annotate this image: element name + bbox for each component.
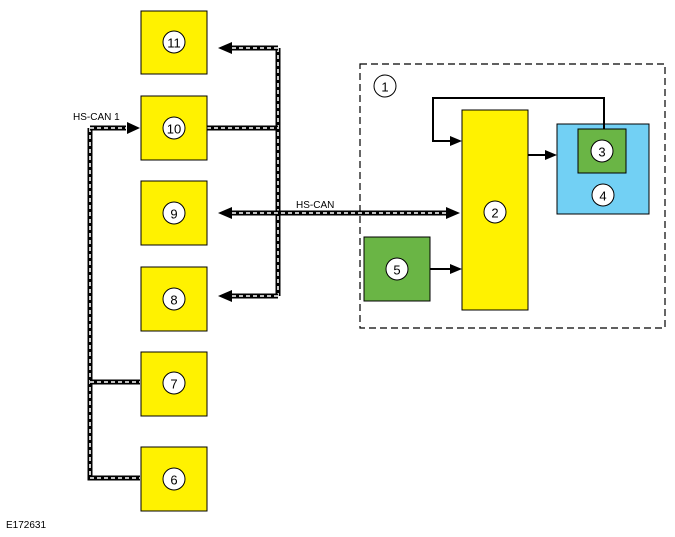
module-5-number: 5 [393,263,400,278]
module-7-number: 7 [170,377,177,392]
module-2-number: 2 [491,206,498,221]
module-9-number: 9 [170,207,177,222]
hs-can-1-label: HS-CAN 1 [73,112,120,123]
module-9: 9 [140,180,208,246]
module-3-number: 3 [598,145,605,160]
module-8: 8 [140,266,208,332]
module-6-number: 6 [170,473,177,488]
hs-can-bus [207,45,446,299]
module-4-number: 4 [599,189,606,204]
module-3: 3 [577,128,627,174]
module-11: 11 [140,10,208,75]
hs-can-arrowheads [218,42,460,302]
module-11-number: 11 [167,36,181,51]
module-10: 10 [140,95,208,161]
group-label-1: 1 [373,74,397,98]
group-number: 1 [381,80,388,95]
module-10-number: 10 [167,122,181,137]
signal-wires [430,97,605,274]
module-8-number: 8 [170,293,177,308]
module-7: 7 [140,351,208,417]
module-group-boundary [359,63,666,329]
hs-can-label: HS-CAN [296,200,334,211]
module-5: 5 [363,236,431,302]
hs-can-1-bus [87,122,140,481]
module-2: 2 [461,109,529,311]
figure-id: E172631 [6,520,46,531]
module-6: 6 [140,446,208,512]
